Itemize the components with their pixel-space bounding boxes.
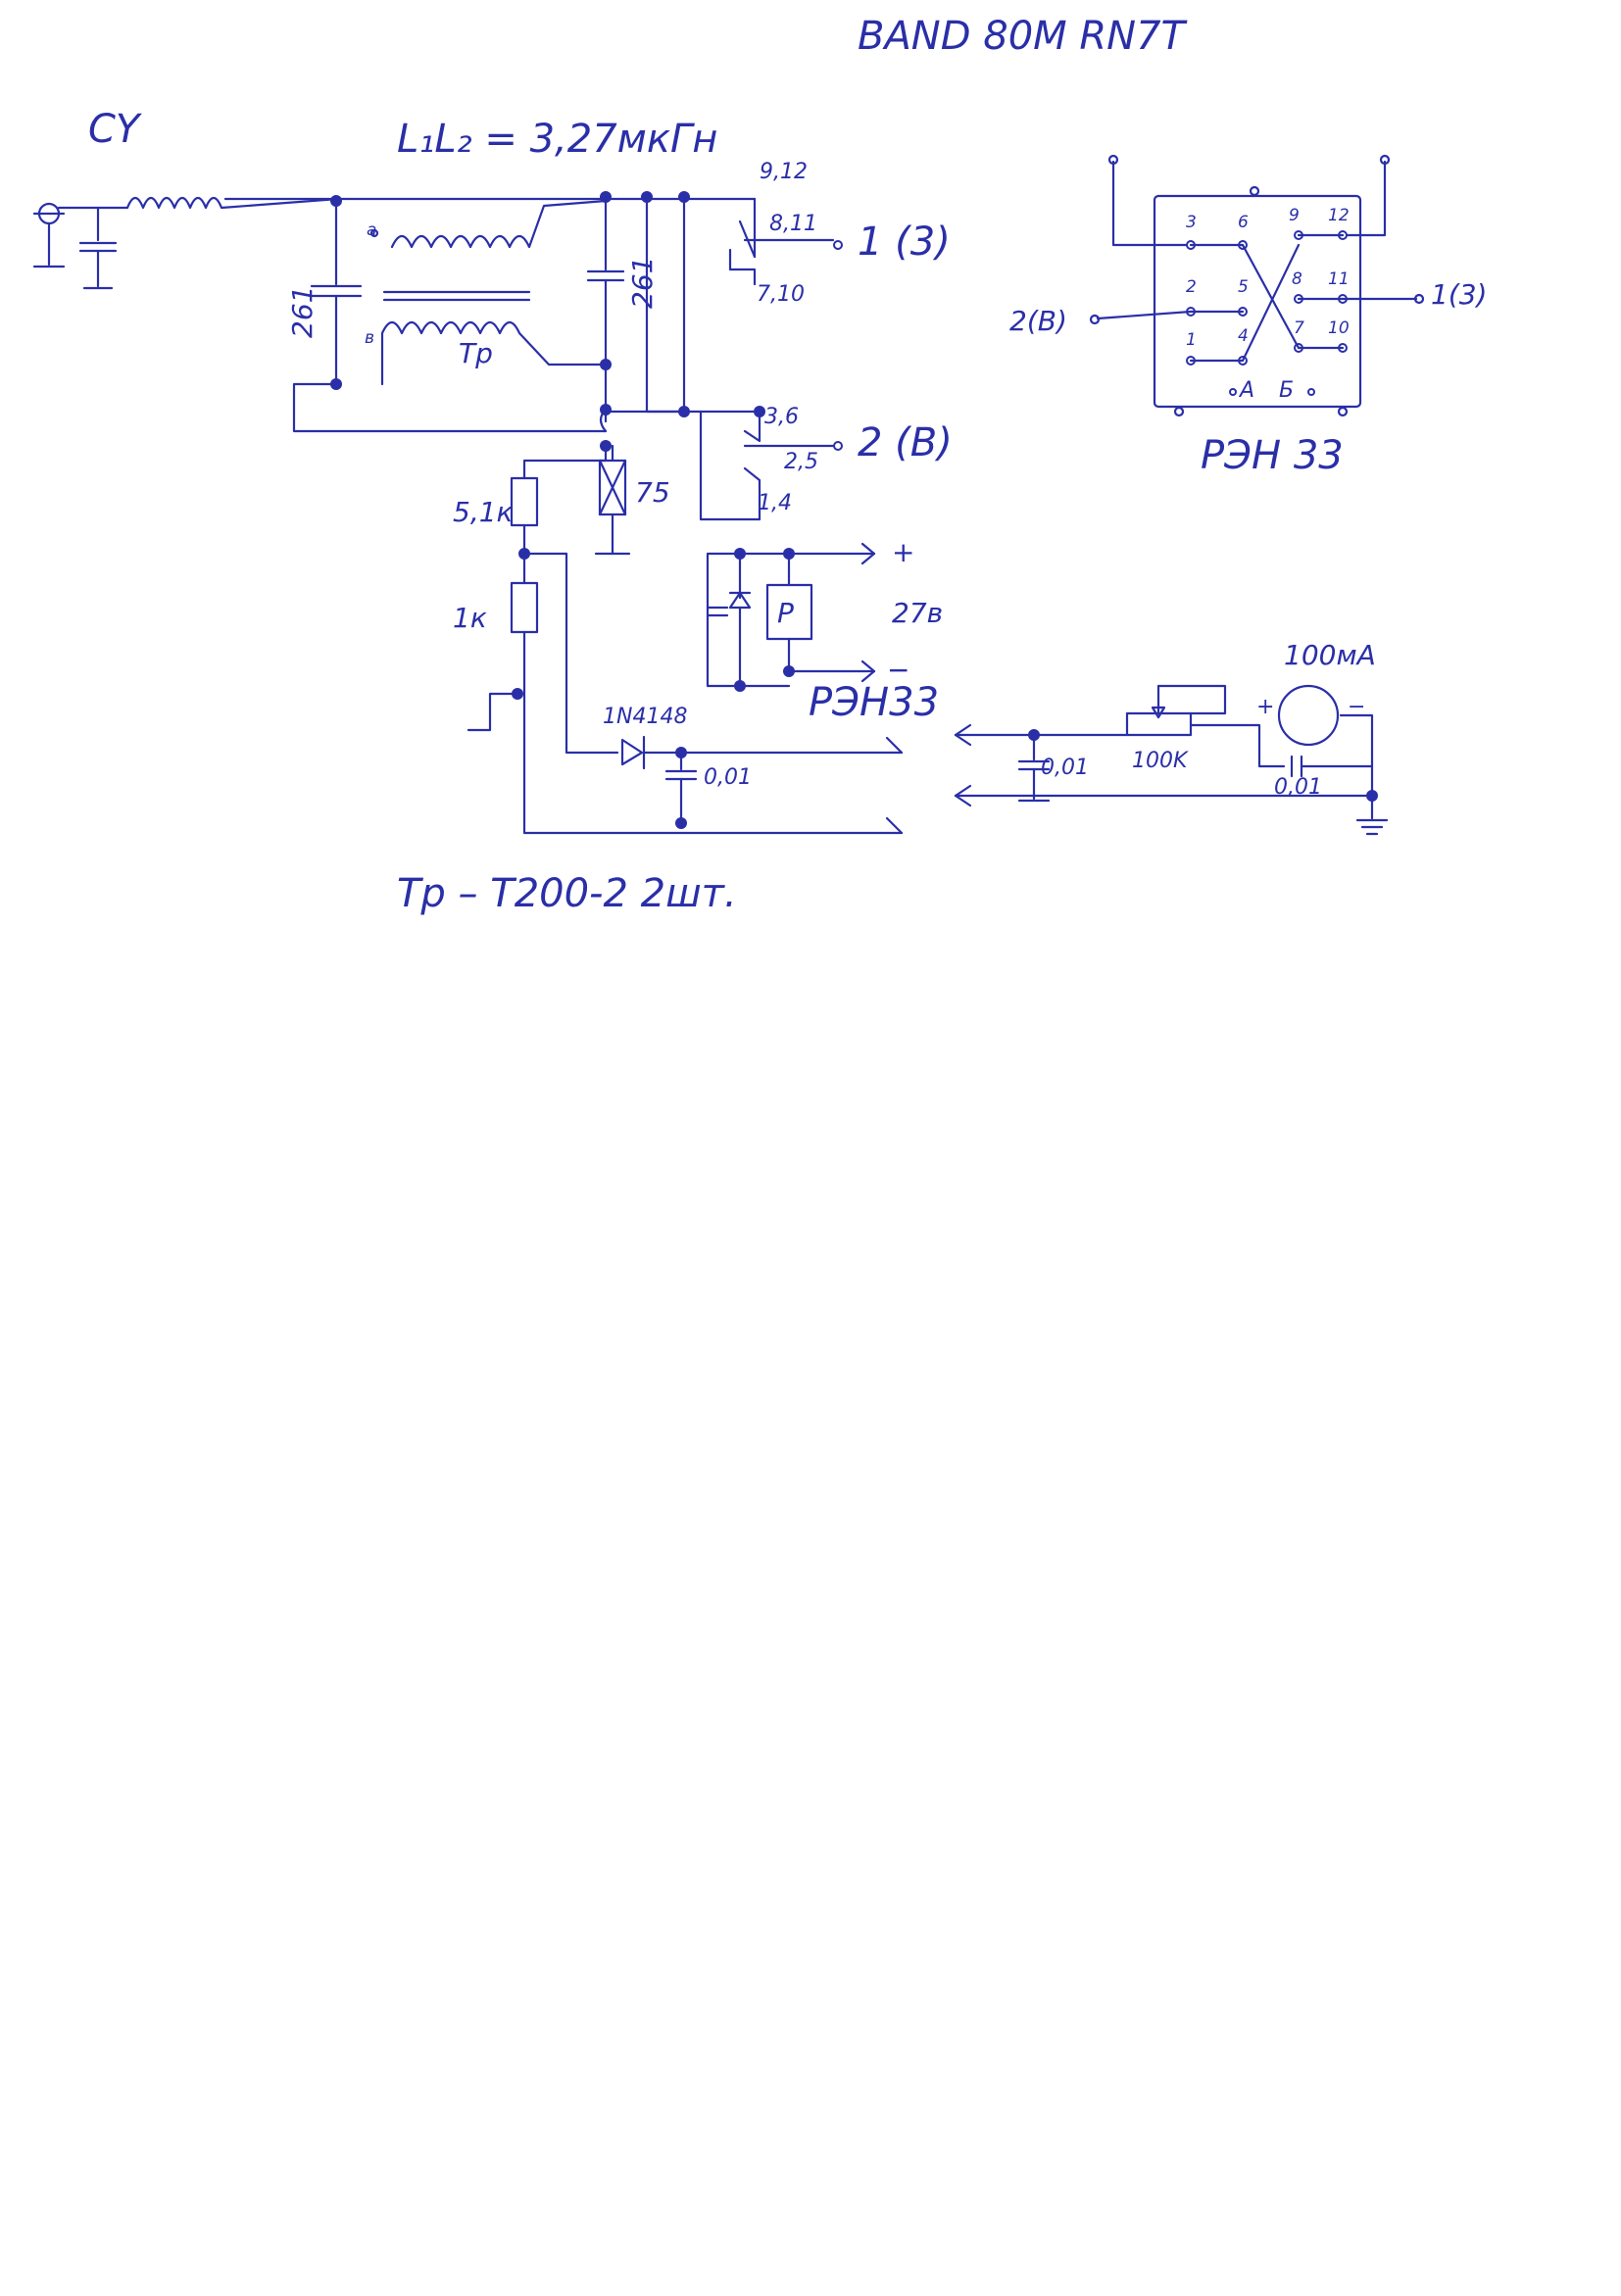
pin-9: 9 [1289, 206, 1300, 225]
relay-label-main: РЭН33 [809, 680, 939, 725]
sheet-title: BAND 80M RN7T [858, 14, 1189, 59]
contacts-7-10: 7,10 [757, 282, 805, 307]
pin-10: 10 [1328, 318, 1350, 338]
capacitor-right-label: 261 [626, 257, 659, 309]
relay-contacts-upper [728, 197, 843, 286]
capacitor-left [310, 199, 363, 390]
capacitor-detector [664, 751, 698, 829]
meter-cap-label: 0,01 [1274, 775, 1322, 800]
resistor-75-label: 75 [635, 476, 670, 509]
pin-2: 2 [1186, 277, 1197, 297]
meter-minus: − [1348, 695, 1365, 719]
pin-8: 8 [1292, 269, 1302, 289]
resistor-1k [510, 552, 539, 700]
contacts-9-12: 9,12 [760, 160, 808, 184]
relay-coil-circuit [706, 542, 876, 692]
pin-5: 5 [1238, 277, 1249, 297]
antenna-input [32, 202, 129, 290]
diode-1n4148 [620, 735, 904, 770]
pin-12: 12 [1328, 206, 1350, 225]
contacts-1-4: 1,4 [758, 491, 792, 515]
contacts-3-6: 3,6 [764, 405, 799, 429]
resistor-5-1k-label: 5,1к [453, 496, 514, 528]
meter-plus: + [1256, 695, 1274, 719]
resistor-75 [594, 444, 631, 556]
inductance-label: L₁L₂ = 3,27мкГн [397, 117, 717, 162]
pin-6: 6 [1238, 213, 1249, 232]
winding-a-marker: a [367, 220, 376, 240]
transformer [369, 199, 612, 386]
pin-11: 11 [1328, 269, 1350, 289]
relay-contacts-lower [699, 406, 843, 521]
capacitor-left-label: 261 [286, 286, 319, 338]
resistor-5-1k [510, 476, 539, 560]
pot-label: 100K [1132, 749, 1189, 773]
antenna-label: CY [88, 107, 143, 152]
transformer-note: Тр – Т200-2 2шт. [397, 871, 737, 916]
pinout-left-port: 2(В) [1009, 305, 1067, 337]
port-1-label: 1 (3) [858, 220, 951, 265]
winding-b-marker: в [365, 328, 374, 348]
coil-a-label: А [1238, 378, 1254, 403]
input-inductor [125, 196, 340, 210]
contacts-2-5: 2,5 [784, 450, 818, 474]
relay-coil-label: Р [777, 597, 794, 629]
pinout-right-port: 1(3) [1431, 278, 1487, 311]
capacitor-right [586, 195, 625, 423]
pin-3: 3 [1186, 213, 1197, 232]
pinout-title: РЭН 33 [1201, 433, 1344, 478]
pin-1: 1 [1186, 330, 1197, 350]
contacts-8-11: 8,11 [769, 212, 817, 236]
transformer-label: Тр [459, 337, 493, 369]
meter-label: 100мА [1284, 639, 1376, 671]
meter-cap-input-label: 0,01 [1041, 756, 1089, 780]
coil-b-label: Б [1279, 378, 1294, 403]
pin-4: 4 [1238, 326, 1249, 346]
supply-plus: + [892, 536, 914, 568]
meter-circuit [954, 684, 1389, 836]
supply-voltage: 27в [892, 597, 943, 629]
capacitor-detector-label: 0,01 [704, 765, 752, 790]
diode-label: 1N4148 [603, 705, 687, 729]
supply-minus: − [887, 654, 909, 686]
resistor-1k-label: 1к [453, 602, 487, 634]
relay-pinout-diagram [1089, 154, 1425, 417]
port-2-label: 2 (В) [858, 420, 953, 465]
pin-7: 7 [1294, 318, 1304, 338]
